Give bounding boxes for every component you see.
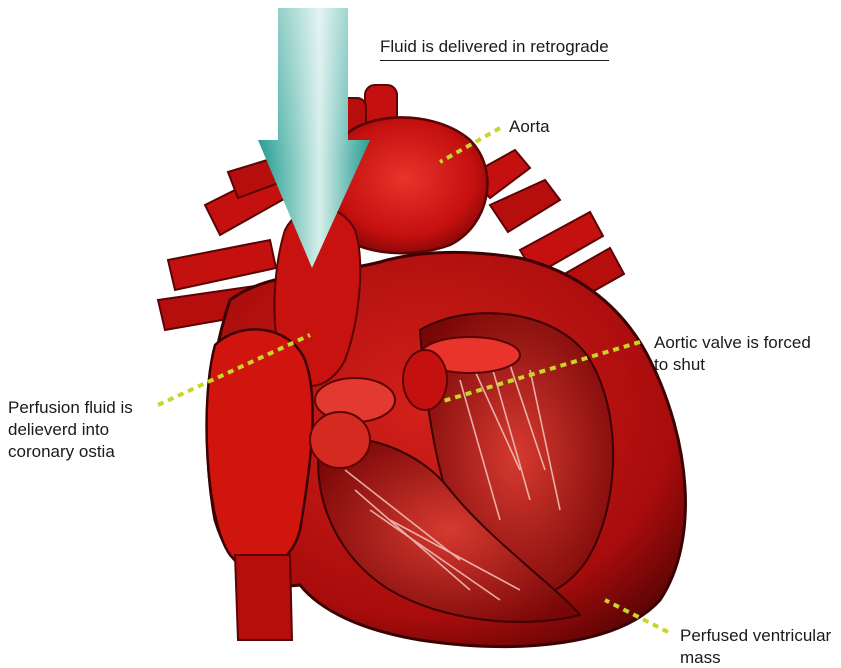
- right-atrium: [207, 329, 313, 568]
- aorta-label: Aorta: [509, 116, 550, 138]
- vena-cava: [235, 555, 292, 640]
- retrograde-delivery-title: Fluid is delivered in retrograde: [380, 36, 609, 61]
- perfused-ventricular-mass-label: Perfused ventricular mass: [680, 625, 840, 668]
- perfusion-fluid-label: Perfusion fluid is delieverd into corona…: [8, 397, 168, 463]
- aortic-valve-label: Aortic valve is forced to shut: [654, 332, 839, 376]
